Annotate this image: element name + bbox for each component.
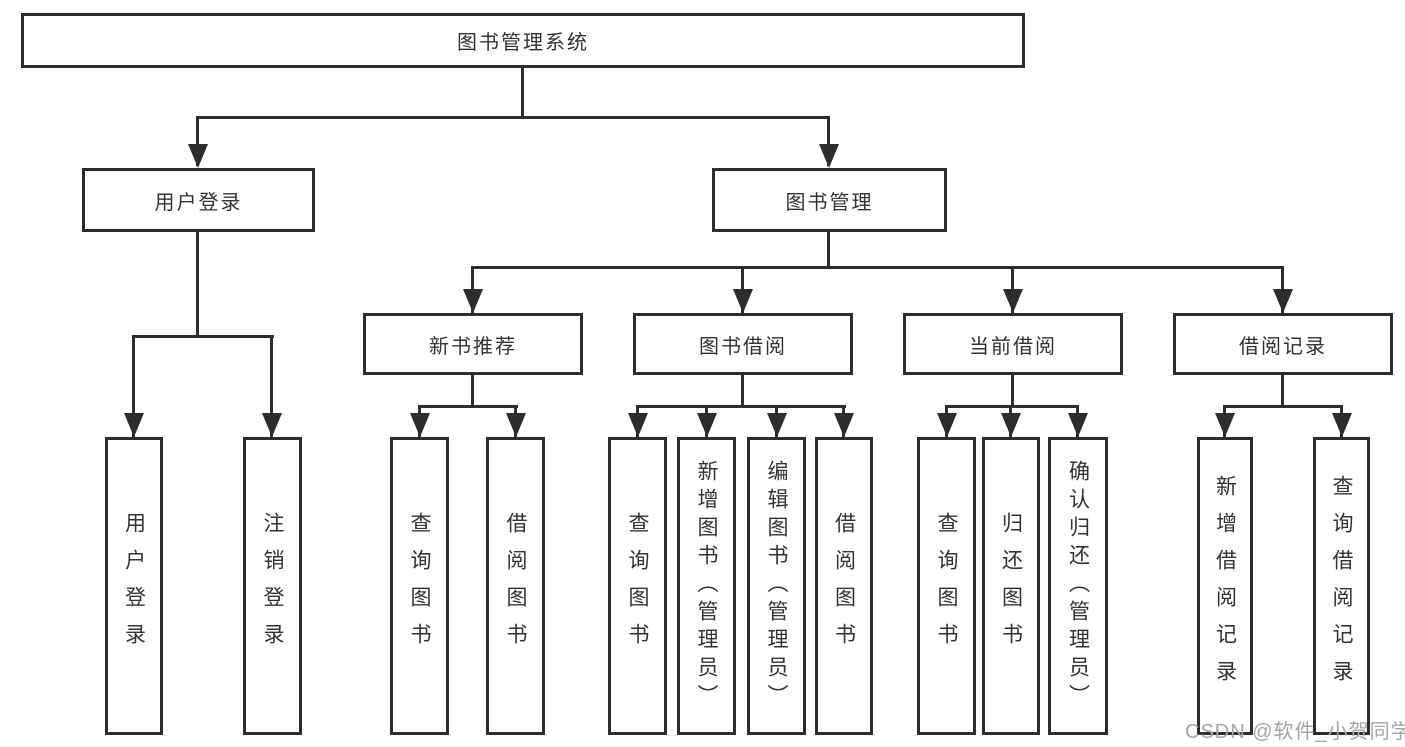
leaf-query-borrow-record: 查询借阅记录 bbox=[1313, 437, 1370, 735]
connector-vline bbox=[827, 232, 830, 268]
node-book-borrow: 图书借阅 bbox=[633, 313, 853, 375]
node-book-management-label: 图书管理 bbox=[785, 191, 874, 214]
connector-hline bbox=[945, 405, 1079, 408]
leaf-query-book-current: 查询图书 bbox=[917, 437, 976, 735]
connector-vline bbox=[132, 337, 135, 437]
arrow-down-icon bbox=[819, 144, 839, 168]
node-book-management: 图书管理 bbox=[712, 168, 947, 232]
arrow-down-icon bbox=[1273, 289, 1293, 313]
connector-hline bbox=[196, 116, 830, 119]
node-current-borrow-label: 当前借阅 bbox=[969, 335, 1057, 358]
arrow-down-icon bbox=[1003, 289, 1023, 313]
leaf-logout-label: 注销登录 bbox=[261, 512, 284, 660]
connector-vline bbox=[471, 375, 474, 407]
connector-vline bbox=[827, 118, 830, 166]
leaf-borrow-book-recommend-label: 借阅图书 bbox=[504, 512, 527, 660]
connector-vline bbox=[196, 232, 199, 338]
leaf-logout: 注销登录 bbox=[243, 437, 302, 735]
leaf-edit-book-admin-label: 编辑图书（管理员） bbox=[765, 460, 788, 712]
connector-hline bbox=[636, 405, 846, 408]
leaf-user-login: 用户登录 bbox=[105, 437, 163, 735]
leaf-borrow-book-label: 借阅图书 bbox=[832, 512, 856, 660]
arrow-down-icon bbox=[733, 289, 753, 313]
leaf-query-book-current-label: 查询图书 bbox=[935, 512, 958, 660]
arrow-down-icon bbox=[124, 413, 144, 437]
leaf-add-book-admin-label: 新增图书（管理员） bbox=[695, 460, 718, 712]
leaf-return-book: 归还图书 bbox=[982, 437, 1040, 735]
arrow-down-icon bbox=[1332, 413, 1352, 437]
node-new-book-recommend: 新书推荐 bbox=[363, 313, 583, 375]
connector-vline bbox=[741, 375, 744, 407]
arrow-down-icon bbox=[463, 289, 483, 313]
connector-vline bbox=[270, 337, 273, 437]
leaf-borrow-book: 借阅图书 bbox=[815, 437, 873, 735]
connector-vline bbox=[196, 118, 199, 166]
leaf-confirm-return-admin-label: 确认归还（管理员） bbox=[1066, 460, 1090, 712]
node-system-root: 图书管理系统 bbox=[21, 13, 1025, 68]
connector-hline bbox=[132, 335, 274, 338]
arrow-down-icon bbox=[628, 413, 648, 437]
arrow-down-icon bbox=[506, 413, 526, 437]
node-current-borrow: 当前借阅 bbox=[903, 313, 1123, 375]
leaf-query-borrow-record-label: 查询借阅记录 bbox=[1330, 475, 1353, 697]
leaf-confirm-return-admin: 确认归还（管理员） bbox=[1048, 437, 1108, 735]
arrow-down-icon bbox=[1215, 413, 1235, 437]
arrow-down-icon bbox=[262, 413, 282, 437]
leaf-edit-book-admin: 编辑图书（管理员） bbox=[747, 437, 806, 735]
connector-vline bbox=[1281, 375, 1284, 407]
arrow-down-icon bbox=[937, 413, 957, 437]
connector-vline bbox=[1011, 375, 1014, 407]
leaf-add-book-admin: 新增图书（管理员） bbox=[677, 437, 736, 735]
arrow-down-icon bbox=[834, 413, 854, 437]
node-book-borrow-label: 图书借阅 bbox=[699, 335, 787, 358]
leaf-return-book-label: 归还图书 bbox=[999, 512, 1023, 660]
connector-hline bbox=[471, 266, 1284, 269]
leaf-user-login-label: 用户登录 bbox=[122, 512, 146, 660]
connector-hline bbox=[1223, 405, 1343, 408]
leaf-query-book-recommend: 查询图书 bbox=[390, 437, 449, 735]
leaf-query-book-borrow: 查询图书 bbox=[608, 437, 667, 735]
leaf-query-book-recommend-label: 查询图书 bbox=[408, 512, 431, 660]
node-new-book-recommend-label: 新书推荐 bbox=[429, 335, 517, 358]
connector-hline bbox=[418, 405, 518, 408]
leaf-query-book-borrow-label: 查询图书 bbox=[626, 512, 649, 660]
arrow-down-icon bbox=[410, 413, 430, 437]
node-user-login: 用户登录 bbox=[82, 168, 315, 232]
arrow-down-icon bbox=[697, 413, 717, 437]
arrow-down-icon bbox=[1068, 413, 1088, 437]
node-user-login-label: 用户登录 bbox=[154, 191, 243, 214]
csdn-watermark: CSDN @软件_小贺同学 bbox=[1185, 721, 1405, 743]
arrow-down-icon bbox=[767, 413, 787, 437]
arrow-down-icon bbox=[1001, 413, 1021, 437]
leaf-borrow-book-recommend: 借阅图书 bbox=[486, 437, 545, 735]
arrow-down-icon bbox=[188, 144, 208, 168]
connector-vline bbox=[521, 68, 524, 118]
node-borrow-record: 借阅记录 bbox=[1173, 313, 1393, 375]
node-system-root-label: 图书管理系统 bbox=[457, 32, 589, 54]
node-borrow-record-label: 借阅记录 bbox=[1239, 335, 1327, 358]
leaf-add-borrow-record-label: 新增借阅记录 bbox=[1213, 475, 1237, 697]
leaf-add-borrow-record: 新增借阅记录 bbox=[1197, 437, 1253, 735]
